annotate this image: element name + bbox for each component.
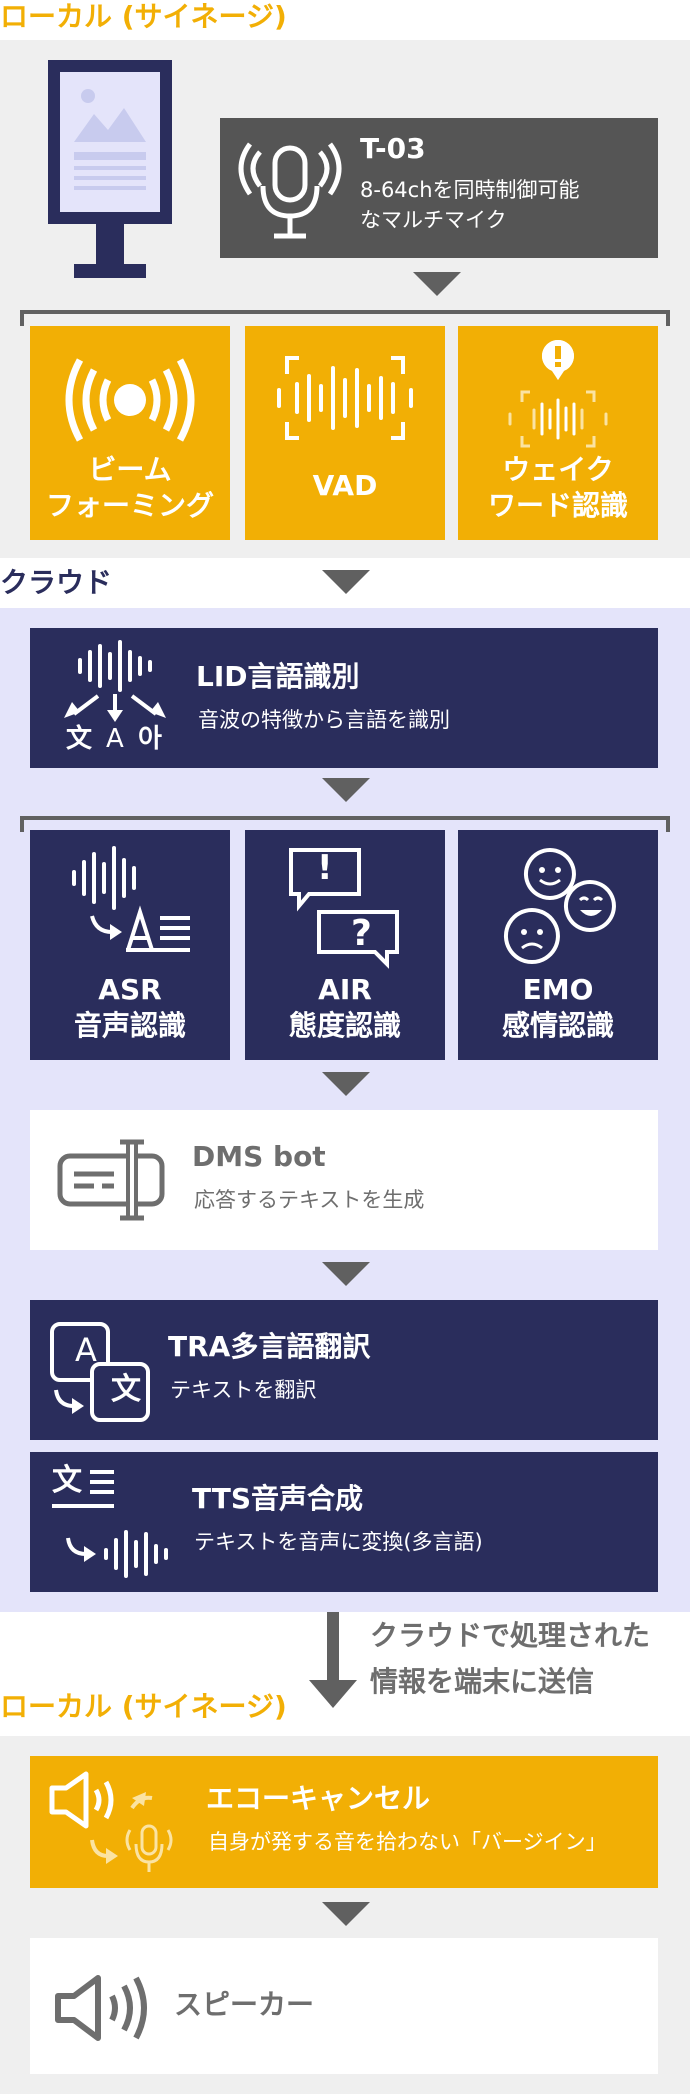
translate-icon bbox=[50, 1322, 150, 1422]
split-bracket bbox=[20, 310, 670, 326]
split-bracket bbox=[20, 816, 670, 832]
arrow-down bbox=[322, 1072, 370, 1096]
dms-bot-icon bbox=[57, 1139, 165, 1221]
air-label-line1: AIR bbox=[318, 973, 372, 1006]
air-speech-bubbles-icon bbox=[289, 848, 399, 969]
t03-sub-line1: 8-64chを同時制御可能 bbox=[360, 178, 580, 202]
beamforming-label-line1: ビーム bbox=[88, 453, 172, 486]
asr-icon bbox=[72, 846, 190, 952]
tra-box: A 文 TRA多言語翻訳 テキストを翻訳 bbox=[30, 1300, 658, 1440]
cloud-panel: 文 A 아 LID言語識別 音波の特徴から言語を識別 ASR 音声認識 bbox=[0, 608, 690, 1612]
language-id-icon bbox=[64, 640, 166, 722]
beamforming-icon bbox=[65, 358, 195, 442]
microphone-icon bbox=[238, 142, 342, 239]
echo-title: エコーキャンセル bbox=[206, 1782, 431, 1815]
t03-mic-box: T-03 8-64chを同時制御可能 なマルチマイク bbox=[220, 118, 658, 258]
lid-box: 文 A 아 LID言語識別 音波の特徴から言語を識別 bbox=[30, 628, 658, 768]
lid-title: LID言語識別 bbox=[196, 660, 360, 693]
tts-glyph-kanji: 文 bbox=[52, 1463, 82, 1498]
dms-sub: 応答するテキストを生成 bbox=[194, 1188, 425, 1212]
asr-tile: ASR 音声認識 bbox=[30, 830, 230, 1060]
echo-cancel-icon bbox=[49, 1771, 173, 1872]
air-tile: ! ? AIR 態度認識 bbox=[245, 830, 445, 1060]
arrow-down bbox=[322, 1262, 370, 1286]
emo-faces-icon bbox=[503, 848, 616, 964]
lid-glyph-latin: A bbox=[106, 724, 124, 754]
send-arrow-shaft bbox=[327, 1612, 339, 1682]
wake-word-label-line2: ワード認識 bbox=[487, 489, 628, 522]
section-label-cloud: クラウド bbox=[0, 566, 113, 599]
tts-box: 文 TTS音声合成 テキストを音声に変換(多言語) bbox=[30, 1452, 658, 1592]
asr-label-line1: ASR bbox=[98, 973, 162, 1006]
lid-glyph-hangul: 아 bbox=[138, 724, 162, 754]
vad-tile: VAD bbox=[245, 326, 445, 540]
tra-title: TRA多言語翻訳 bbox=[168, 1330, 371, 1363]
speaker-box: スピーカー bbox=[30, 1938, 658, 2074]
speaker-icon bbox=[55, 1975, 147, 2041]
section-label-local-top: ローカル (サイネージ) bbox=[0, 0, 287, 33]
vad-waveform-icon bbox=[277, 356, 413, 440]
tra-sub: テキストを翻訳 bbox=[170, 1378, 317, 1402]
dms-bot-box: DMS bot 応答するテキストを生成 bbox=[30, 1110, 658, 1250]
beamforming-label-line2: フォーミング bbox=[45, 489, 214, 522]
t03-title: T-03 bbox=[360, 132, 426, 165]
arrow-down bbox=[322, 570, 370, 594]
wake-word-icon bbox=[508, 340, 608, 448]
signage-icon bbox=[48, 60, 172, 278]
lid-glyph-kanji: 文 bbox=[66, 724, 93, 754]
tts-title: TTS音声合成 bbox=[192, 1482, 364, 1515]
section-label-local-bottom: ローカル (サイネージ) bbox=[0, 1690, 287, 1723]
emo-label-line2: 感情認識 bbox=[501, 1009, 614, 1042]
echo-sub: 自身が発する音を拾わない「バージイン」 bbox=[208, 1830, 607, 1854]
asr-label-line2: 音声認識 bbox=[73, 1009, 186, 1042]
local-top-panel: T-03 8-64chを同時制御可能 なマルチマイク ビーム フォーミング bbox=[0, 40, 690, 558]
local-bottom-panel: エコーキャンセル 自身が発する音を拾わない「バージイン」 スピーカー bbox=[0, 1736, 690, 2094]
air-question-glyph: ? bbox=[351, 913, 372, 954]
wake-word-tile: ウェイク ワード認識 bbox=[458, 326, 658, 540]
air-exclaim-glyph: ! bbox=[317, 848, 333, 888]
wake-word-label-line1: ウェイク bbox=[502, 453, 614, 486]
tra-glyph-latin: A bbox=[75, 1331, 97, 1369]
emo-tile: EMO 感情認識 bbox=[458, 830, 658, 1060]
tts-sub: テキストを音声に変換(多言語) bbox=[194, 1530, 483, 1554]
arrow-down bbox=[413, 272, 461, 296]
arrow-down bbox=[322, 778, 370, 802]
emo-label-line1: EMO bbox=[522, 973, 594, 1006]
echo-cancel-box: エコーキャンセル 自身が発する音を拾わない「バージイン」 bbox=[30, 1756, 658, 1888]
tts-icon bbox=[52, 1470, 168, 1578]
tra-glyph-kanji: 文 bbox=[111, 1372, 141, 1407]
air-label-line2: 態度認識 bbox=[288, 1009, 401, 1042]
lid-sub: 音波の特徴から言語を識別 bbox=[198, 708, 450, 732]
beamforming-tile: ビーム フォーミング bbox=[30, 326, 230, 540]
send-note-line2: 情報を端末に送信 bbox=[370, 1665, 595, 1698]
vad-label: VAD bbox=[312, 469, 378, 502]
arrow-down bbox=[322, 1902, 370, 1926]
speaker-title: スピーカー bbox=[174, 1988, 315, 2021]
send-arrow-head bbox=[309, 1680, 357, 1708]
t03-sub-line2: なマルチマイク bbox=[360, 208, 507, 232]
dms-title: DMS bot bbox=[192, 1140, 326, 1173]
send-note-line1: クラウドで処理された bbox=[370, 1619, 651, 1652]
